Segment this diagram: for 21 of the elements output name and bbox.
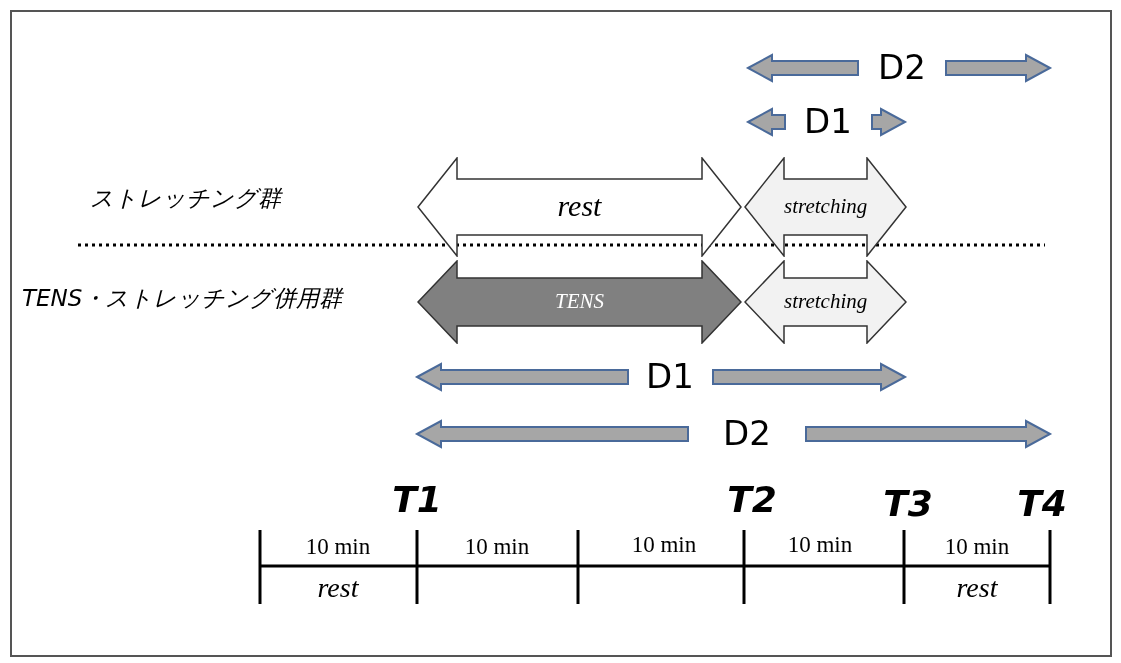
duration-text: 10 min [944, 535, 1010, 558]
group-label: TENS・ストレッチング併用群 [22, 287, 343, 310]
time-point-label: T1 [392, 482, 442, 518]
duration-text: 10 min [464, 535, 530, 558]
time-point-label: T4 [1017, 486, 1067, 522]
time-point-label: T3 [883, 486, 933, 522]
duration-label: D2 [878, 50, 926, 84]
group-label: ストレッチング群 [90, 187, 281, 210]
phase-label: rest [556, 189, 603, 223]
duration-label: D1 [646, 359, 694, 393]
duration-label: D1 [804, 104, 852, 138]
phase-label: rest [317, 574, 359, 602]
duration-text: 10 min [787, 533, 853, 556]
time-point-label: T2 [727, 482, 777, 518]
duration-text: 10 min [305, 535, 371, 558]
phase-label: rest [956, 574, 998, 602]
duration-text: 10 min [631, 533, 697, 556]
phase-label: stretching [784, 289, 867, 315]
duration-label: D2 [723, 416, 771, 450]
phase-label: TENS [554, 289, 605, 315]
phase-label: stretching [784, 194, 867, 220]
